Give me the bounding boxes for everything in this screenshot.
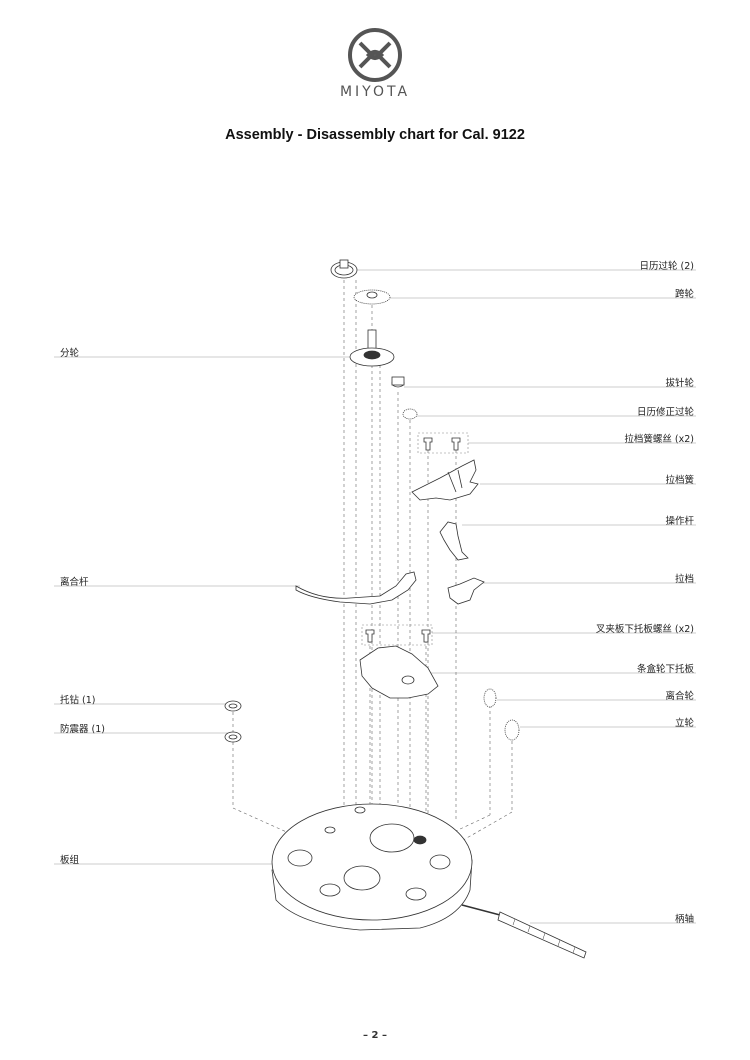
label-clutch-wheel: 离合轮: [665, 691, 694, 702]
label-main-plate: 板组: [60, 855, 80, 866]
page-number: – 2 –: [363, 1030, 387, 1041]
label-shock-absorber: 防震器 (1): [60, 724, 105, 735]
brand-name: MIYOTA: [339, 84, 411, 100]
label-calendar-correction-wheel: 日历修正过轮: [636, 407, 694, 418]
label-setting-lever-spring-screw: 拉档簧螺丝 (x2): [624, 434, 694, 445]
label-bridge-screw: 叉夹板下托板螺丝 (x2): [595, 624, 694, 635]
label-barrel-bridge: 条盒轮下托板: [636, 664, 694, 675]
label-clutch-lever: 离合杆: [60, 577, 89, 588]
label-setting-wheel: 拔针轮: [665, 378, 694, 389]
miyota-logo: [348, 28, 402, 82]
label-cap-jewel: 托钻 (1): [60, 695, 96, 706]
label-crown-wheel: 立轮: [674, 718, 694, 729]
label-setting-lever: 拉档: [674, 574, 694, 585]
label-calendar-intermediate-wheel: 日历过轮 (2): [639, 261, 694, 272]
label-winding-stem: 柄轴: [674, 914, 694, 925]
label-minute-wheel: 分轮: [60, 348, 80, 359]
label-yoke: 操作杆: [665, 516, 694, 527]
page-title: Assembly - Disassembly chart for Cal. 91…: [225, 127, 525, 143]
label-setting-lever-spring: 拉档簧: [665, 475, 694, 486]
label-jumper-wheel: 跨轮: [674, 289, 694, 300]
